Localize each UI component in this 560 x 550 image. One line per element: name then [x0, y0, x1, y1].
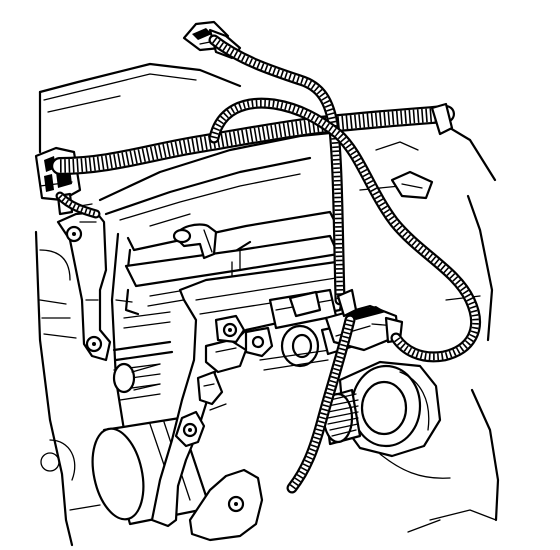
output-shaft-housing: [322, 360, 442, 458]
branch-harness-left: [55, 191, 101, 219]
actuator-bracket: [56, 210, 112, 362]
branch-harness-lower: [286, 314, 356, 494]
branch-harness-upper: [208, 34, 346, 306]
wiring-harness-group: [51, 34, 481, 494]
harness-clips: [79, 102, 454, 318]
vacuum-fitting: [172, 223, 218, 260]
main-wiring-harness: [51, 105, 455, 175]
branch-harness-loop: [208, 97, 481, 363]
